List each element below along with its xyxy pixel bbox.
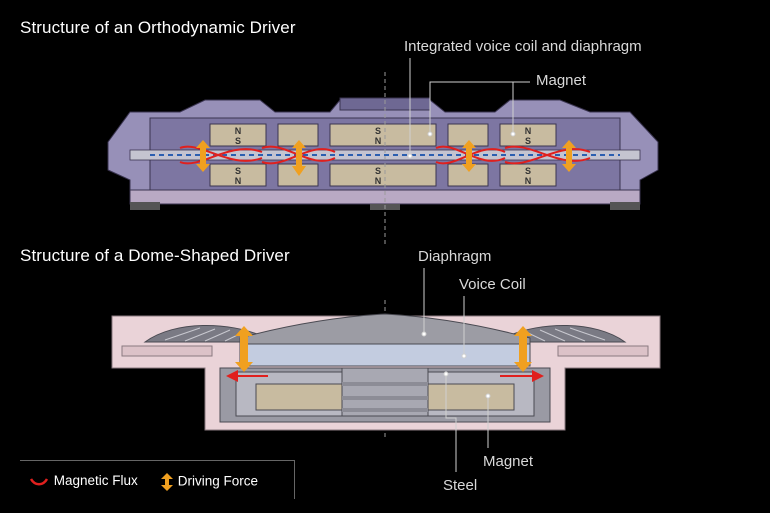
- ortho-foot-right: [610, 202, 640, 210]
- pole-s-6: S: [525, 166, 531, 176]
- pole-n-6: N: [525, 176, 532, 186]
- label-diaphragm: Diaphragm: [418, 248, 492, 265]
- magnet-bottom-5: [499, 163, 557, 187]
- legend: Magnetic Flux Driving Force: [20, 460, 295, 499]
- dome-tray-left: [121, 345, 213, 357]
- ortho-force-arrows: [196, 140, 576, 176]
- force-arrow-3: [462, 140, 476, 172]
- legend-driving-force: Driving Force: [160, 473, 258, 491]
- magnet-top-5: [499, 123, 557, 147]
- magnet-top-1: [209, 123, 267, 147]
- ortho-leaders: [407, 58, 530, 159]
- dome-diaphragm: [239, 313, 531, 347]
- dome-pole-line-1: [342, 382, 428, 386]
- dome-leaders: [421, 268, 491, 472]
- dome-force-arrows: [235, 326, 532, 372]
- force-arrow-2: [292, 140, 306, 176]
- magnetic-flux-icon: [29, 478, 49, 486]
- dome-force-arrow-left: [235, 326, 253, 372]
- dome-voice-coil: [239, 343, 531, 367]
- pole-s-1: S: [235, 136, 241, 146]
- pole-s-4: S: [375, 166, 381, 176]
- dome-force-arrow-right: [514, 326, 532, 372]
- driving-force-icon: [161, 473, 173, 491]
- legend-magnetic-flux-label: Magnetic Flux: [53, 473, 138, 488]
- label-dome-magnet: Magnet: [483, 453, 534, 470]
- dome-title: Structure of a Dome-Shaped Driver: [20, 246, 290, 265]
- dome-tray-right: [557, 345, 649, 357]
- ortho-magnets-top: [209, 123, 557, 147]
- pole-n-4: N: [375, 176, 382, 186]
- ortho-magnets-bottom: [209, 163, 557, 187]
- ortho-foot-left: [130, 202, 160, 210]
- pole-n-1: N: [235, 126, 242, 136]
- pole-s-5: S: [525, 136, 531, 146]
- legend-driving-force-label: Driving Force: [177, 473, 259, 489]
- orthodynamic-title: Structure of an Orthodynamic Driver: [20, 18, 296, 37]
- force-arrow-1: [196, 140, 210, 172]
- dome-driver: [111, 268, 661, 472]
- legend-magnetic-flux: Magnetic Flux: [28, 473, 138, 488]
- pole-n-5: N: [525, 126, 532, 136]
- orthodynamic-driver: N S S N S N S N N S S N: [107, 58, 659, 210]
- label-voice-coil: Voice Coil: [459, 276, 526, 293]
- label-steel: Steel: [443, 477, 478, 494]
- pole-s-2: S: [235, 166, 241, 176]
- magnet-top-3: [329, 123, 437, 147]
- dome-pole-line-2: [342, 396, 428, 400]
- magnet-bottom-3: [329, 163, 437, 187]
- force-arrow-4: [562, 140, 576, 172]
- pole-n-3: N: [375, 136, 382, 146]
- dome-pole-line-3: [342, 408, 428, 412]
- pole-n-2: N: [235, 176, 242, 186]
- magnet-bottom-1: [209, 163, 267, 187]
- label-ortho-magnet: Magnet: [536, 72, 587, 89]
- pole-s-3: S: [375, 126, 381, 136]
- label-coil-diaphragm: Integrated voice coil and diaphragm: [404, 38, 642, 55]
